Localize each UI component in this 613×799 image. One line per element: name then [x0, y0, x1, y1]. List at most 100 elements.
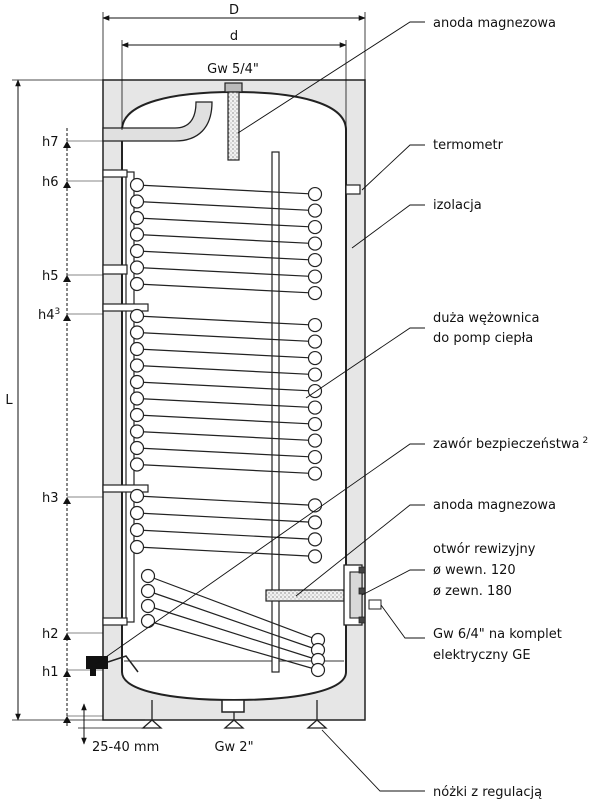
electric-heater-socket: [368, 599, 382, 610]
label-heater-line1: Gw 6/4" na komplet: [433, 627, 562, 642]
coil-tube-section: [129, 457, 145, 472]
label-heater-line2: elektryczny GE: [433, 648, 531, 663]
label-inspection-line3: ø zewn. 180: [433, 584, 512, 599]
coil-tube-section: [129, 522, 145, 538]
coil-tube-section: [307, 532, 323, 547]
coil-tube-section: [307, 350, 323, 366]
bottom-coil-turn: [147, 575, 319, 641]
safety-valve-stub: [90, 669, 96, 676]
coil-tube-section: [307, 236, 323, 251]
coil-turn: [136, 495, 316, 506]
coil-tube-section: [129, 424, 145, 439]
height-tick-arrow: [63, 181, 71, 188]
height-tick-arrow: [63, 275, 71, 282]
feet-range-label: 25-40 mm: [92, 740, 159, 755]
coil-turn: [136, 283, 316, 294]
label-safety-valve-sup: 2: [582, 436, 588, 446]
coil-tube-section: [129, 374, 145, 390]
coil-tube-section: [129, 391, 145, 406]
h7-outlet-pipe: [102, 101, 213, 142]
coil-tube-section: [129, 325, 145, 340]
bottom-heating-coil: [140, 568, 326, 678]
coil-tube-section: [307, 416, 323, 432]
bottom-coil-tube-section: [140, 613, 156, 629]
coil-tube-section: [307, 219, 323, 235]
coil-tube-section: [307, 515, 323, 530]
coil-tube-section: [129, 308, 145, 324]
coil-turn: [136, 364, 316, 376]
coil-tube-section: [307, 252, 323, 268]
coil-tube-section: [129, 440, 145, 456]
coil-turn: [136, 348, 316, 359]
bottom-coil-tube-section: [310, 662, 326, 678]
label-anode-top: anoda magnezowa: [433, 16, 556, 31]
label-feet: nóżki z regulacją: [433, 785, 542, 799]
label-inspection-line1: otwór rewizyjny: [433, 542, 536, 557]
anode-top: [227, 91, 240, 161]
h1-label: h1: [42, 665, 59, 680]
coil-tube-section: [307, 449, 323, 465]
bottom-coil-tube-section: [140, 598, 156, 614]
height-tick-arrow: [63, 314, 71, 321]
h7-label: h7: [42, 135, 59, 150]
coil-turn: [136, 315, 316, 326]
coil-tube-section: [129, 260, 145, 275]
coil-tube-section: [307, 549, 323, 564]
coil-turn: [136, 331, 316, 343]
coil-tube-section: [129, 488, 145, 504]
heating-coil: [129, 177, 323, 564]
coil-tube-section: [129, 358, 145, 373]
coil-turn: [136, 414, 316, 425]
h3-label: h3: [42, 491, 59, 506]
coil-tube-section: [307, 186, 323, 202]
dim-D-label: D: [229, 3, 239, 18]
coil-tube-section: [307, 400, 323, 415]
coil-tube-section: [129, 407, 145, 423]
coil-tube-section: [307, 203, 323, 218]
anode-bottom: [265, 589, 345, 602]
coil-tube-section: [307, 367, 323, 382]
h4-label: h43: [38, 307, 60, 323]
coil-tube-section: [129, 341, 145, 357]
coil-turn: [136, 430, 316, 442]
label-coil-line2: do pomp ciepła: [433, 331, 533, 346]
leader-lines: [95, 21, 425, 792]
h6-label: h6: [42, 175, 59, 190]
label-thermometer: termometr: [433, 138, 504, 153]
coil-tube-section: [307, 334, 323, 349]
coil-turn: [136, 529, 316, 540]
coil-tube-section: [129, 505, 145, 521]
side-connection-stubs: [102, 169, 149, 626]
top-connection-label: Gw 5/4": [207, 62, 259, 77]
coil-tube-section: [129, 539, 145, 555]
bottom-connection-label: Gw 2": [214, 740, 253, 755]
coil-tube-section: [307, 466, 323, 481]
tank-body: [121, 90, 347, 702]
coil-turn: [136, 447, 316, 458]
label-safety-valve-main: zawór bezpieczeństwa: [433, 437, 579, 452]
coil-turn: [136, 381, 316, 392]
coil-tube-section: [307, 383, 323, 399]
coil-tube-section: [129, 210, 145, 226]
bottom-coil-turn: [147, 605, 319, 661]
coil-tube-section: [307, 317, 323, 333]
sensor-tube: [271, 151, 280, 673]
bottom-coil-tube-section: [140, 583, 156, 599]
bottom-coil-tube-section: [140, 568, 156, 584]
coil-tube-section: [129, 177, 145, 193]
coil-turn: [136, 250, 316, 261]
dim-d-label: d: [230, 29, 238, 44]
height-ticks: [63, 140, 103, 723]
coil-turn: [136, 217, 316, 228]
dim-L-label: L: [5, 393, 13, 408]
h4-sup: 3: [55, 307, 61, 317]
coil-turn: [136, 233, 316, 245]
coil-turn: [136, 200, 316, 212]
coil-turn: [136, 184, 316, 195]
bottom-coil-turn: [147, 590, 319, 651]
label-anode-bottom: anoda magnezowa: [433, 498, 556, 513]
bottom-connection: [221, 699, 245, 713]
coil-turn: [136, 546, 316, 557]
